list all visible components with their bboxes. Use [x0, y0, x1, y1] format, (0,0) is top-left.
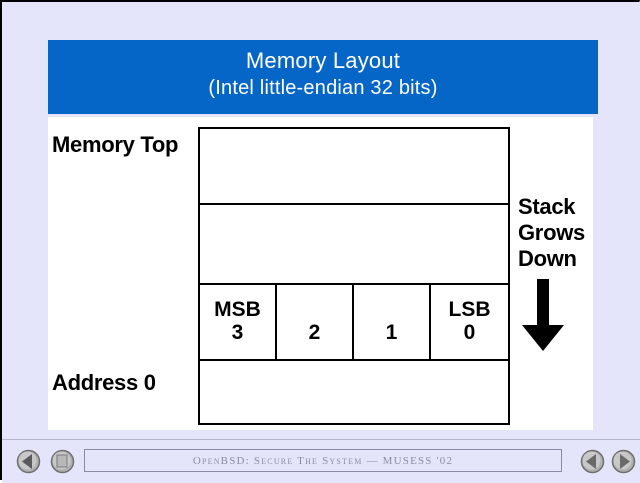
slide-title-line-2: (Intel little-endian 32 bits): [208, 77, 438, 99]
stop-button[interactable]: [50, 449, 75, 474]
byte-number-1: 1: [385, 320, 398, 344]
down-arrow-icon: [522, 279, 564, 351]
slide-content-area: Memory Top Address 0 MSB 3 2: [48, 117, 593, 430]
presentation-title-bar: OpenBSD: Secure The System — MUSESS '02: [84, 449, 562, 472]
memory-row-bytes: MSB 3 2 1 LSB 0: [200, 285, 508, 361]
byte-number-0: 0: [463, 320, 476, 344]
stack-grows-down-note: Stack Grows Down: [518, 194, 593, 358]
stack-note-line-3: Down: [518, 246, 577, 271]
stack-note-line-1: Stack: [518, 194, 576, 219]
byte-cell-3: MSB 3: [200, 285, 277, 359]
address-zero-label: Address 0: [52, 370, 156, 395]
byte-tag-msb: MSB: [214, 297, 261, 321]
previous-slide-button[interactable]: [580, 449, 605, 474]
memory-layout-table: MSB 3 2 1 LSB 0: [198, 127, 510, 425]
slide-navigation-bar: OpenBSD: Secure The System — MUSESS '02: [2, 439, 640, 483]
byte-tag-lsb: LSB: [448, 297, 491, 321]
byte-cell-0: LSB 0: [431, 285, 508, 359]
slide-title-banner: Memory Layout (Intel little-endian 32 bi…: [48, 40, 598, 114]
byte-number-2: 2: [308, 320, 321, 344]
memory-row-second-blank: [200, 205, 508, 285]
memory-row-top-blank: [200, 129, 508, 205]
slide-canvas: Memory Layout (Intel little-endian 32 bi…: [2, 2, 640, 439]
stack-note-line-2: Grows: [518, 220, 585, 245]
memory-top-label: Memory Top: [52, 132, 179, 157]
byte-cell-1: 1: [354, 285, 431, 359]
next-slide-button[interactable]: [611, 449, 636, 474]
byte-number-3: 3: [231, 320, 244, 344]
slide-title-line-1: Memory Layout: [245, 48, 401, 73]
byte-cell-2: 2: [277, 285, 354, 359]
memory-row-bottom-blank: [200, 361, 508, 423]
first-slide-button[interactable]: [16, 449, 41, 474]
